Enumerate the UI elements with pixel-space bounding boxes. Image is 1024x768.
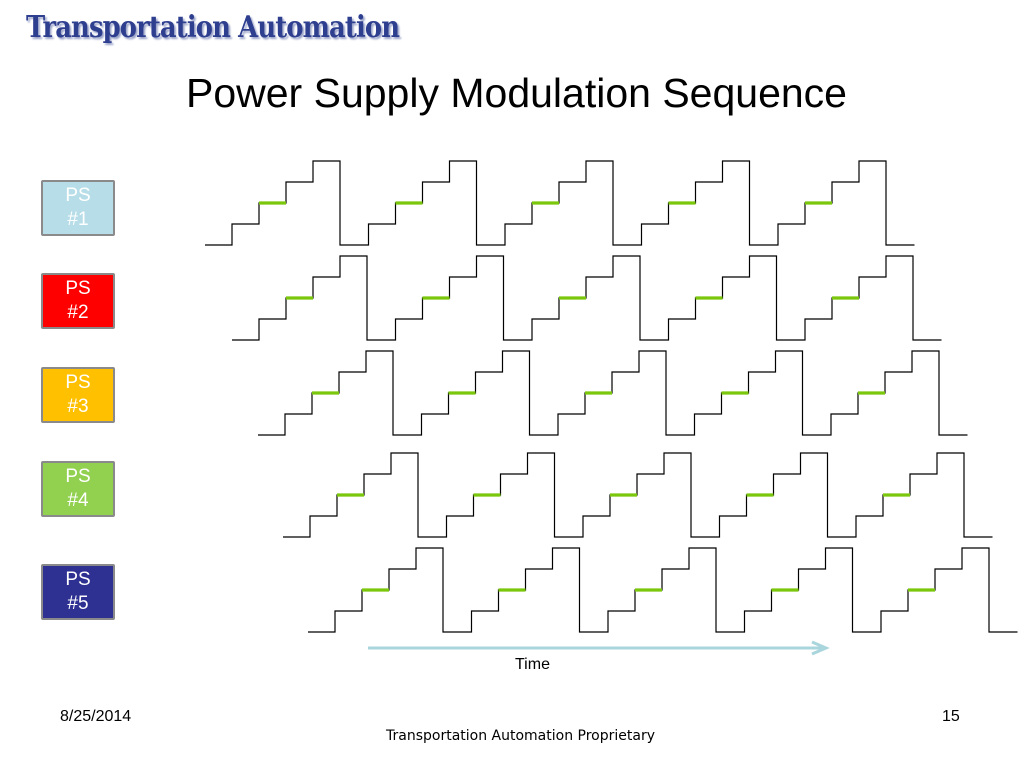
time-arrow-head xyxy=(811,640,830,656)
pulse-train-ps-2 xyxy=(232,255,942,341)
ps-label-1-line2: #1 xyxy=(67,209,89,230)
slide-title: Power Supply Modulation Sequence xyxy=(186,70,847,116)
ps-label-5: PS #5 xyxy=(41,564,115,620)
ps-label-2-line2: #2 xyxy=(67,302,89,323)
footer-date: 8/25/2014 xyxy=(60,708,132,725)
ps-label-1: PS #1 xyxy=(41,180,115,236)
ps-label-4-line2: #4 xyxy=(67,490,89,511)
brand-logo-text: Transportation Automation xyxy=(26,10,400,45)
ps-label-3-line2: #3 xyxy=(67,396,89,417)
footer-page-number: 15 xyxy=(942,708,960,725)
pulse-train-ps-5 xyxy=(308,547,1018,633)
ps-label-5-line1: PS xyxy=(65,569,91,590)
footer-proprietary-text: Transportation Automation Proprietary xyxy=(386,728,655,744)
pulse-train-ps-3 xyxy=(258,350,968,436)
ps-label-4-line1: PS xyxy=(65,466,91,487)
time-axis-label: Time xyxy=(515,656,550,673)
ps-label-2: PS #2 xyxy=(41,273,115,329)
pulse-train-ps-1 xyxy=(205,160,915,246)
ps-label-5-line2: #5 xyxy=(67,593,89,614)
ps-label-2-line1: PS xyxy=(65,278,91,299)
ps-label-4: PS #4 xyxy=(41,461,115,517)
ps-label-3: PS #3 xyxy=(41,367,115,423)
ps-label-3-line1: PS xyxy=(65,372,91,393)
pulse-train-ps-4 xyxy=(283,452,993,538)
ps-label-1-line1: PS xyxy=(65,185,91,206)
